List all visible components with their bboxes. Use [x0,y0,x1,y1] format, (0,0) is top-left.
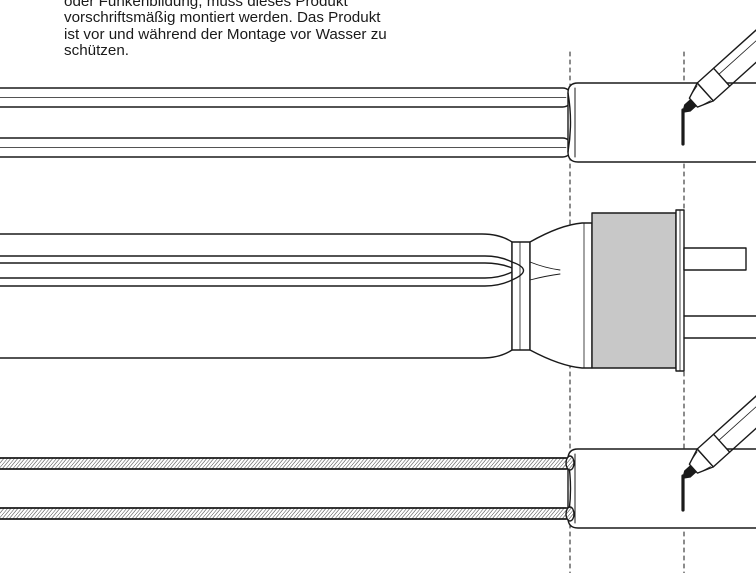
heat-shrink-sleeve [567,82,756,163]
plug-pin-upper [683,247,747,271]
connector-sleeve-body [591,212,677,369]
braided-tube-lower [0,507,573,520]
plug-pin-lower [683,315,756,339]
safety-note-line: ist vor und während der Montage vor Wass… [64,25,387,43]
safety-note-line: oder Funkenbildung, muss dieses Produkt [64,0,348,10]
figure-tube-marking [0,0,756,163]
safety-note: oder Funkenbildung, muss dieses Produkt … [64,0,504,60]
pen-marker-icon [682,361,756,479]
heat-shrink-sleeve-lower [565,448,756,529]
braided-tube-pair [0,457,573,520]
safety-note-line: schützen. [64,42,130,60]
pen-marker-icon [682,0,756,113]
safety-note-line: vorschriftsmäßig montiert werden. Das Pr… [64,9,381,27]
connector-funnel [529,222,593,369]
tube-pair [0,87,573,158]
tube-pair-joined [0,233,513,359]
figure-braided-tube-marking [0,361,756,529]
crimp-band [511,241,531,351]
figure-connector-assembly [0,209,756,372]
braided-tube-upper [0,457,573,470]
plug-connector-icon [683,247,756,339]
